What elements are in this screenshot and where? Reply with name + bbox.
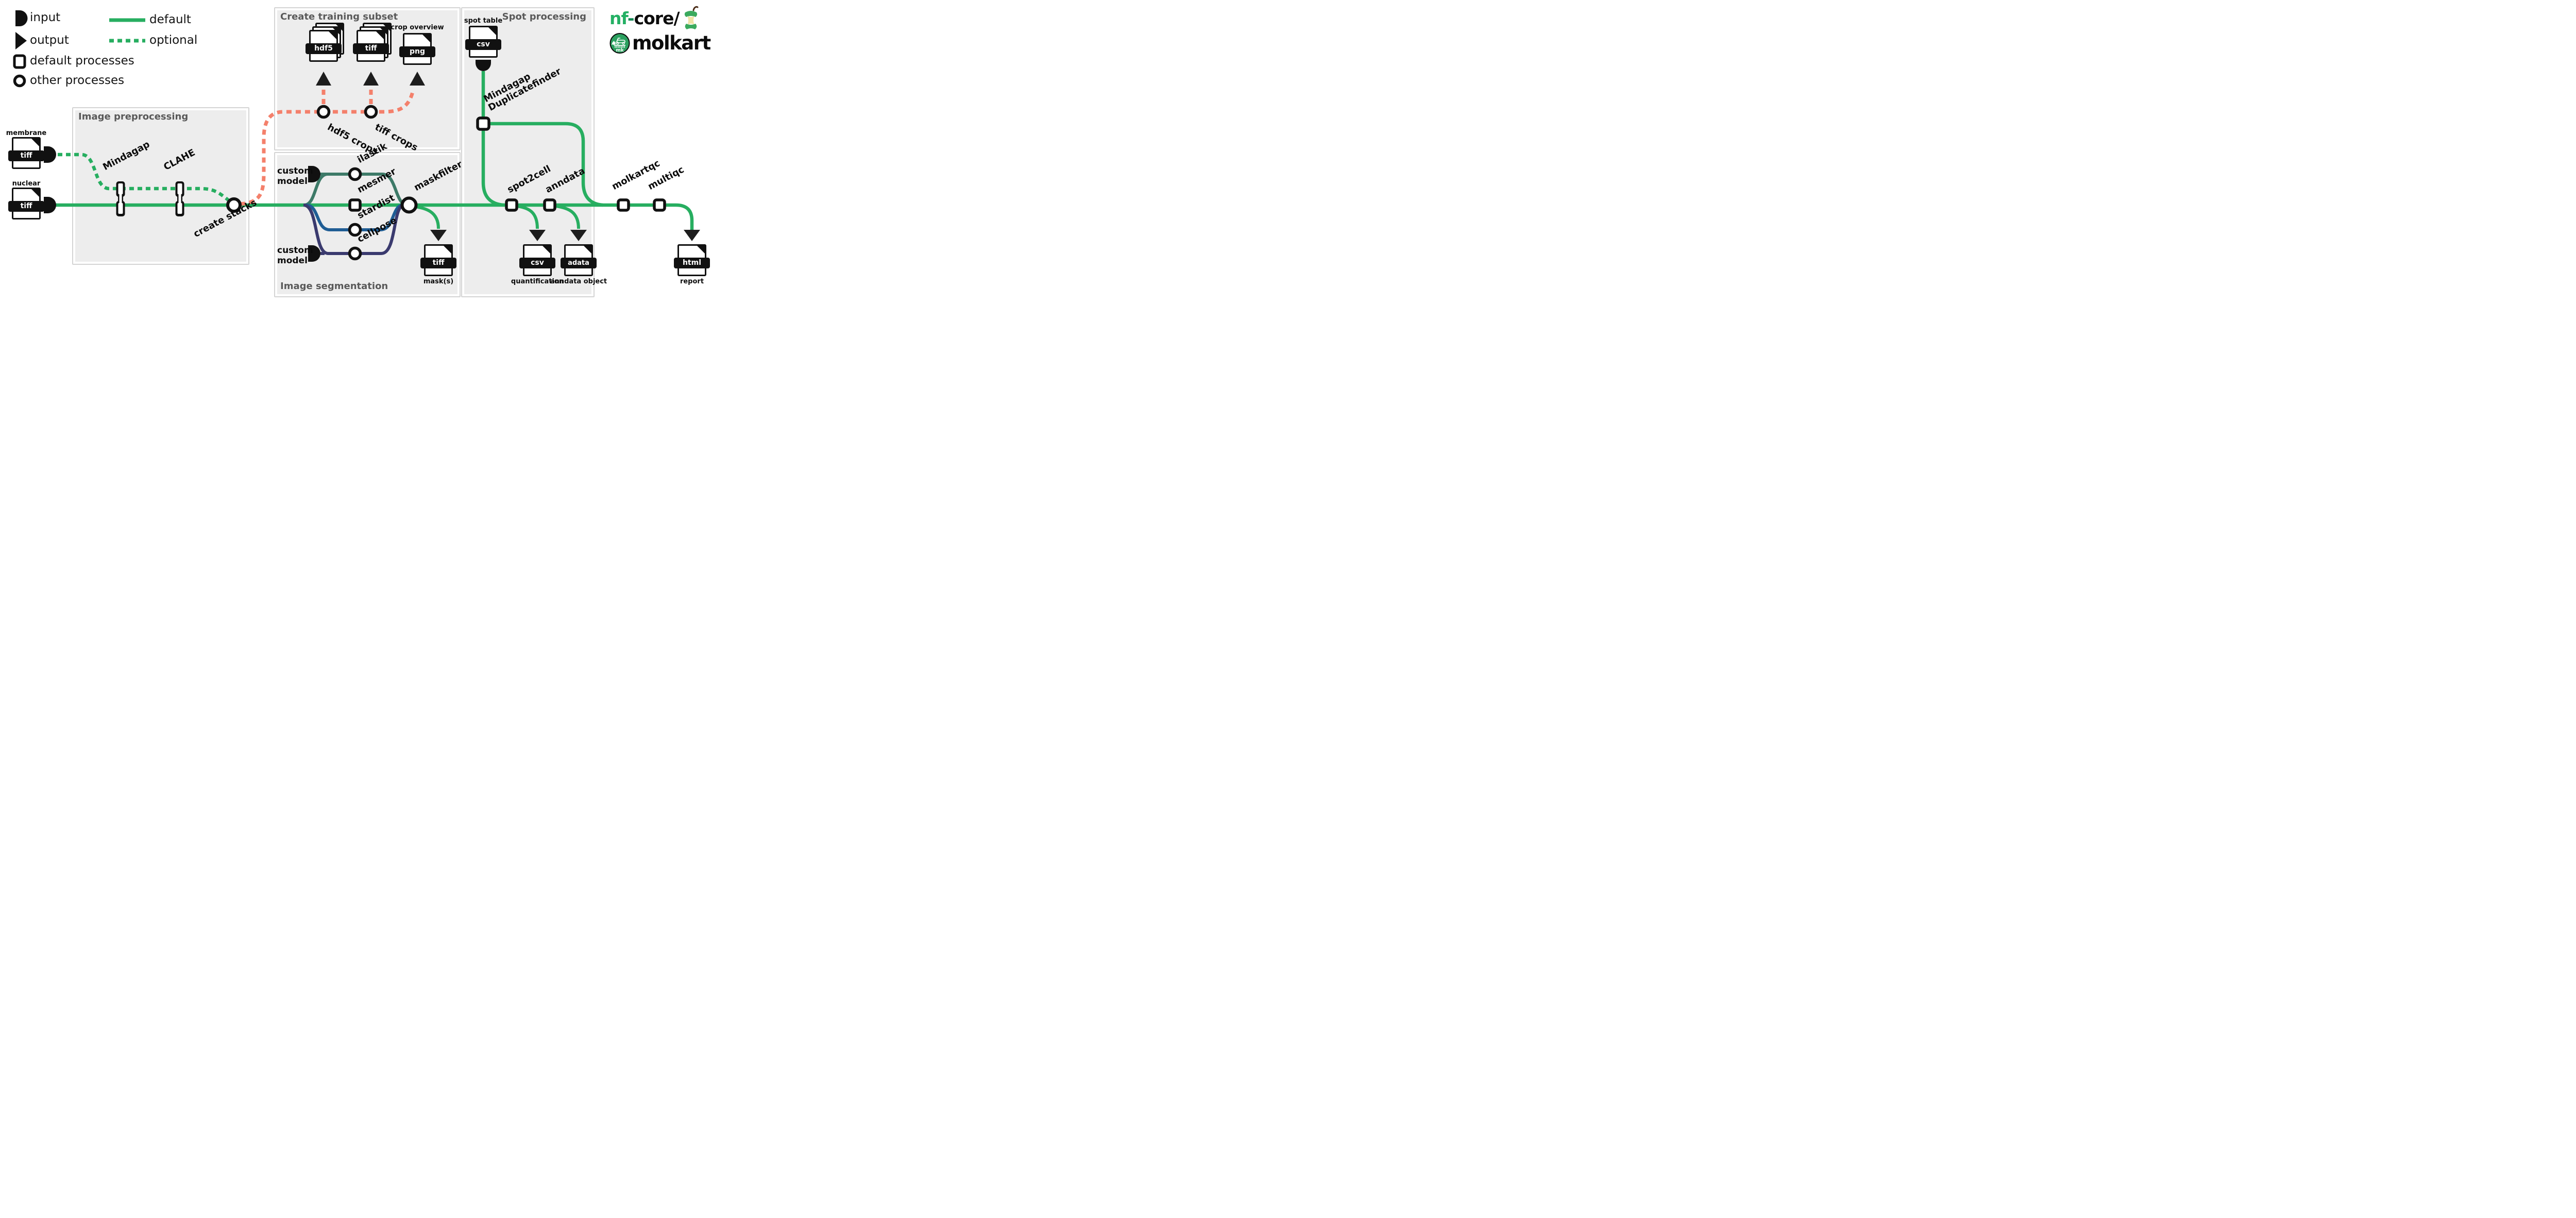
logo-row-2: mk molkart: [609, 32, 722, 54]
spot-table-caption: spot table: [464, 17, 503, 25]
crop-overview-caption: crop overview: [391, 24, 444, 31]
legend-input-label: input: [30, 11, 61, 24]
apple-core-icon: [684, 6, 699, 29]
anndata-adata-band: adata: [561, 258, 597, 268]
node-cellpose: [348, 246, 362, 261]
hdf5-crops-band: hdf5: [306, 43, 342, 54]
node-stardist: [348, 223, 362, 237]
legend-input-icon: [15, 10, 28, 26]
membrane-caption: membrane: [6, 129, 47, 137]
logo-molkart-text: molkart: [632, 32, 711, 54]
quantification-csv-file-icon: csv: [519, 244, 555, 276]
custom-model-top-label: custom model: [277, 166, 313, 187]
quantification-caption: quantification: [511, 278, 564, 285]
output-arrow-hdf5-icon: [316, 72, 331, 86]
legend-optional-line-label: optional: [149, 33, 198, 47]
node-hdf5-crops: [316, 105, 331, 119]
panel-title-preprocessing: Image preprocessing: [78, 111, 189, 122]
node-molkartqc: [617, 198, 630, 212]
node-clahe: [175, 181, 184, 216]
node-mindagap: [116, 181, 125, 216]
output-arrow-masks-icon: [430, 230, 447, 241]
anndata-adata-file-icon: adata: [561, 244, 597, 276]
legend-other-processes-label: other processes: [30, 74, 125, 87]
output-arrow-report-icon: [684, 230, 700, 241]
node-create-stacks: [226, 197, 242, 213]
hdf5-crops-file-icon: hdf5: [306, 23, 344, 62]
pipeline-diagram: Image preprocessing Create training subs…: [0, 0, 723, 304]
molkart-badge-icon: mk: [609, 32, 630, 54]
spot-table-csv-file-icon: csv: [465, 26, 501, 58]
spot-table-input-icon: [476, 60, 491, 71]
node-mesmer: [348, 198, 362, 212]
legend-default-processes-label: default processes: [30, 54, 134, 67]
edge-dupfinder-down: [481, 129, 504, 207]
spot-table-csv-band: csv: [465, 39, 501, 50]
png-file-icon: png: [399, 33, 435, 65]
custom-model-top-line1: custom: [277, 166, 313, 176]
legend-default-process-icon: [13, 54, 26, 69]
logo-dash-text: -: [627, 8, 635, 28]
node-tiff-crops: [364, 105, 378, 119]
edges-layer: [13, 10, 700, 262]
node-anndata: [543, 198, 556, 212]
edge-main-default: [49, 203, 694, 230]
custom-model-bottom-input-icon: [308, 245, 320, 262]
legend-output-icon: [15, 32, 27, 49]
nuclear-caption: nuclear: [12, 180, 41, 188]
node-mindagap-duplicatefinder: [476, 116, 490, 131]
node-maskfilter: [400, 196, 418, 214]
nuclear-tiff-band: tiff: [8, 201, 44, 212]
masks-caption: mask(s): [423, 278, 454, 285]
output-arrow-tiff-icon: [363, 72, 379, 86]
masks-tiff-file-icon: tiff: [420, 244, 456, 276]
output-arrow-png-icon: [410, 72, 425, 86]
report-html-band: html: [674, 258, 710, 268]
legend-output-label: output: [30, 33, 69, 47]
node-ilastik: [348, 167, 362, 181]
logo-row-1: nf-core/: [609, 5, 722, 31]
custom-model-top-line2: model: [277, 176, 308, 187]
badge-mk-text: mk: [616, 48, 624, 53]
custom-model-bottom-line2: model: [277, 256, 308, 266]
nuclear-tiff-file-icon: tiff: [8, 188, 44, 219]
anndata-object-caption: anndata object: [550, 278, 607, 285]
custom-model-top-input-icon: [308, 166, 320, 182]
node-multiqc: [653, 198, 666, 212]
report-caption: report: [680, 278, 704, 285]
panel-title-segmentation: Image segmentation: [280, 281, 388, 292]
tiff-crops-band: tiff: [353, 43, 389, 54]
output-arrow-anndata-icon: [570, 230, 587, 241]
nuclear-input-icon: [44, 197, 56, 213]
legend-default-line-label: default: [149, 13, 191, 26]
edge-dupfinder-right: [488, 122, 603, 207]
edge-membrane-optional: [49, 153, 230, 202]
membrane-tiff-file-icon: tiff: [8, 137, 44, 169]
tiff-crops-file-icon: tiff: [353, 23, 392, 62]
masks-tiff-band: tiff: [420, 258, 456, 268]
custom-model-bottom-label: custom model: [277, 245, 313, 266]
custom-model-bottom-line1: custom: [277, 245, 313, 256]
membrane-input-icon: [44, 146, 56, 163]
quantification-csv-band: csv: [519, 258, 555, 268]
logo-nf-text: nf: [609, 8, 629, 28]
output-arrow-quantification-icon: [529, 230, 546, 241]
node-spot2cell: [505, 198, 518, 212]
edge-stardist-branch: [306, 204, 403, 231]
panel-image-preprocessing: [72, 107, 249, 265]
png-band: png: [399, 46, 435, 57]
legend-other-process-icon: [13, 74, 26, 88]
panel-title-training: Create training subset: [280, 11, 398, 22]
logo-core-text: core/: [634, 8, 680, 28]
panel-title-spot: Spot processing: [502, 11, 586, 22]
membrane-tiff-band: tiff: [8, 150, 44, 161]
edge-training-optional: [240, 89, 415, 206]
report-html-file-icon: html: [674, 244, 710, 276]
nf-core-molkart-logo: nf-core/ mk molkart: [609, 5, 722, 54]
